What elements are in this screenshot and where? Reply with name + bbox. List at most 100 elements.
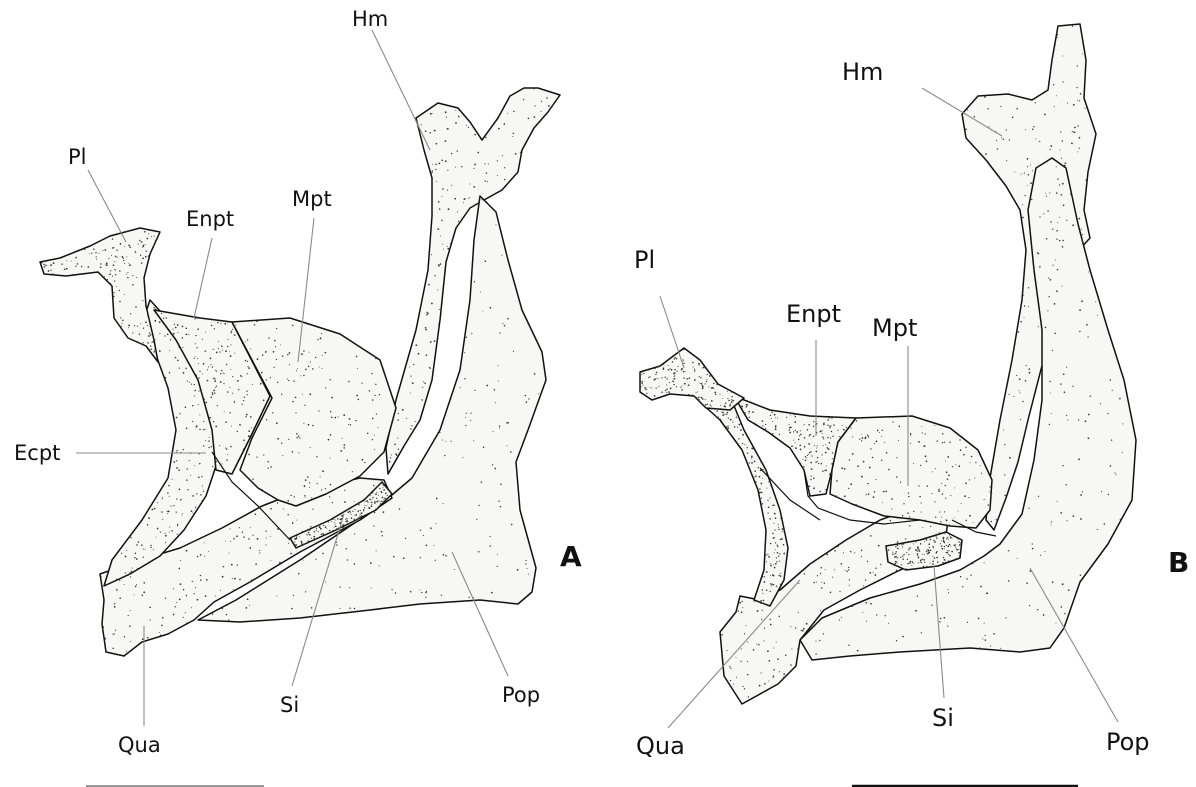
stipple-dot xyxy=(1028,508,1029,509)
stipple-dot xyxy=(320,476,321,477)
stipple-dot xyxy=(886,553,888,555)
stipple-dot xyxy=(203,429,204,430)
stipple-dot xyxy=(504,179,505,180)
stipple-dot xyxy=(817,445,818,446)
stipple-dot xyxy=(1024,195,1025,196)
stipple-dot xyxy=(857,650,859,652)
stipple-dot xyxy=(262,489,263,490)
stipple-dot xyxy=(960,542,961,543)
stipple-dot xyxy=(915,610,917,612)
stipple-dot xyxy=(731,391,732,392)
stipple-dot xyxy=(127,277,129,279)
stipple-dot xyxy=(961,503,962,504)
stipple-dot xyxy=(827,447,829,449)
stipple-dot xyxy=(134,325,135,326)
stipple-dot xyxy=(500,506,502,508)
stipple-dot xyxy=(913,511,914,512)
stipple-dot xyxy=(531,552,532,553)
stipple-dot xyxy=(256,320,258,322)
stipple-dot xyxy=(234,402,235,403)
stipple-dot xyxy=(377,500,378,501)
stipple-dot xyxy=(474,134,476,136)
stipple-dot xyxy=(434,545,435,546)
stipple-dot xyxy=(761,673,762,674)
stipple-dot xyxy=(397,419,399,421)
stipple-dot xyxy=(277,438,279,440)
stipple-dot xyxy=(863,461,865,463)
stipple-dot xyxy=(240,375,242,377)
stipple-dot xyxy=(239,579,241,581)
stipple-dot xyxy=(210,364,211,365)
stipple-dot xyxy=(927,549,928,550)
stipple-dot xyxy=(848,569,849,570)
stipple-dot xyxy=(380,491,381,492)
stipple-dot xyxy=(727,425,728,426)
stipple-dot xyxy=(805,456,806,457)
stipple-dot xyxy=(295,397,297,399)
stipple-dot xyxy=(873,572,874,573)
stipple-dot xyxy=(654,367,656,369)
stipple-dot xyxy=(958,549,959,550)
stipple-dot xyxy=(1035,102,1036,103)
stipple-dot xyxy=(369,390,370,391)
stipple-dot xyxy=(309,352,310,353)
stipple-dot xyxy=(451,441,452,442)
stipple-dot xyxy=(1044,114,1046,116)
stipple-dot xyxy=(246,394,247,395)
stipple-dot xyxy=(177,332,178,333)
stipple-dot xyxy=(903,554,904,555)
stipple-dot xyxy=(306,534,307,535)
stipple-dot xyxy=(909,517,910,518)
stipple-dot xyxy=(767,500,768,501)
stipple-dot xyxy=(290,553,292,555)
stipple-dot xyxy=(1074,127,1076,129)
stipple-dot xyxy=(211,325,213,327)
stipple-dot xyxy=(810,462,812,464)
stipple-dot xyxy=(955,558,957,560)
stipple-dot xyxy=(1052,229,1053,230)
stipple-dot xyxy=(774,537,775,538)
stipple-dot xyxy=(1116,474,1117,475)
stipple-dot xyxy=(821,454,822,455)
stipple-dot xyxy=(381,535,382,536)
stipple-dot xyxy=(1056,290,1058,292)
stipple-dot xyxy=(265,351,267,353)
stipple-dot xyxy=(124,584,125,585)
stipple-dot xyxy=(852,453,854,455)
stipple-dot xyxy=(770,485,771,486)
stipple-dot xyxy=(436,523,437,524)
stipple-dot xyxy=(928,543,930,545)
stipple-dot xyxy=(1065,162,1067,164)
stipple-dot xyxy=(354,533,355,534)
stipple-dot xyxy=(757,611,758,612)
stipple-dot xyxy=(947,550,948,551)
stipple-dot xyxy=(135,586,137,588)
stipple-dot xyxy=(766,561,767,562)
stipple-dot xyxy=(696,392,697,393)
stipple-dot xyxy=(298,573,300,575)
stipple-dot xyxy=(1017,558,1018,559)
stipple-dot xyxy=(747,447,748,448)
stipple-dot xyxy=(208,447,209,448)
stipple-dot xyxy=(984,562,985,563)
stipple-dot xyxy=(921,503,922,504)
stipple-dot xyxy=(918,485,919,486)
stipple-dot xyxy=(330,434,332,436)
stipple-dot xyxy=(226,614,227,615)
stipple-dot xyxy=(81,273,82,274)
panel-a-ecpt-label: Ecpt xyxy=(14,441,60,465)
stipple-dot xyxy=(1062,56,1063,57)
stipple-dot xyxy=(1039,266,1041,268)
stipple-dot xyxy=(808,424,810,426)
stipple-dot xyxy=(941,483,942,484)
stipple-dot xyxy=(1079,147,1080,148)
stipple-dot xyxy=(706,381,707,382)
stipple-dot xyxy=(726,414,727,415)
stipple-dot xyxy=(775,426,777,428)
stipple-dot xyxy=(646,393,647,394)
stipple-dot xyxy=(924,554,925,555)
stipple-dot xyxy=(794,421,796,423)
stipple-dot xyxy=(350,512,351,513)
stipple-dot xyxy=(807,455,808,456)
stipple-dot xyxy=(654,395,656,397)
